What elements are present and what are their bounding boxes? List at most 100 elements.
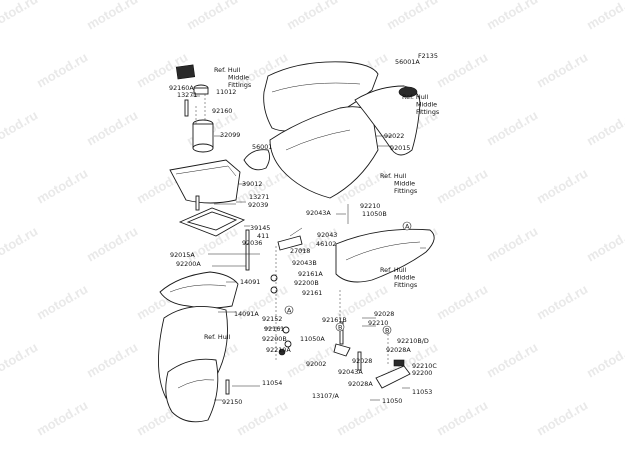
part-number-92160: 92160 <box>212 107 232 115</box>
watermark-text: motod.ru <box>34 49 90 90</box>
bracket-nut <box>393 359 405 367</box>
ref-note-line: Fittings <box>416 108 440 116</box>
washer-92161b <box>282 326 290 334</box>
part-number-92002: 92002 <box>306 360 326 368</box>
nut-92210a <box>278 348 286 356</box>
watermark-text: motod.ru <box>0 0 40 33</box>
watermark-text: motod.ru <box>484 0 540 33</box>
watermark-text: motod.ru <box>484 339 540 380</box>
part-number-92161: 92161 <box>264 325 284 333</box>
ref-note-line: Middle <box>394 274 415 282</box>
part-number-92039: 92039 <box>248 201 268 209</box>
part-number-39012: 39012 <box>242 180 262 188</box>
watermark-text: motod.ru <box>34 281 90 322</box>
part-number-11050: 11050 <box>382 397 402 405</box>
watermark-text: motod.ru <box>84 107 140 148</box>
callout-circle <box>382 325 392 335</box>
screw-92039 <box>195 195 200 211</box>
watermark-text: motod.ru <box>584 339 625 380</box>
hood-cover-edge <box>271 82 361 93</box>
callout-circle <box>335 322 345 332</box>
part-number-411: 411 <box>257 232 269 240</box>
part-number-92022: 92022 <box>384 132 404 140</box>
part-number-11054: 11054 <box>262 379 282 387</box>
part-number-11050b: 11050B <box>362 210 387 218</box>
front-cowl-inner <box>169 284 227 293</box>
watermark-text: motod.ru <box>434 165 490 206</box>
watermark-text: motod.ru <box>234 397 290 438</box>
watermark-text: motod.ru <box>584 0 625 33</box>
watermark-text: motod.ru <box>534 49 590 90</box>
watermark-text: motod.ru <box>484 107 540 148</box>
part-number-92150: 92150 <box>222 398 242 406</box>
callout-circle <box>284 305 294 315</box>
part-number-92028a: 92028A <box>348 380 373 388</box>
watermark-text: motod.ru <box>84 0 140 33</box>
callout-b: B <box>335 322 345 332</box>
part-number-92160a: 92160A <box>169 84 194 92</box>
callout-circle <box>402 221 412 231</box>
nose-detail <box>177 379 215 389</box>
watermark-text: motod.ru <box>434 281 490 322</box>
ref-note-line: Middle <box>228 74 249 82</box>
callout-a: A <box>284 305 294 315</box>
part-number-13271: 13271 <box>177 91 197 99</box>
strap <box>277 235 303 251</box>
part-number-92210: 92210 <box>360 202 380 210</box>
callout-letter: A <box>405 222 410 230</box>
ref-note-line: Ref. Hull <box>214 66 241 74</box>
scoop-lens <box>398 86 418 98</box>
storage-bucket-rim <box>175 165 237 177</box>
ref-note-line: Middle <box>394 180 415 188</box>
ref-note-line: Ref. Hull <box>380 172 407 180</box>
watermark-text: motod.ru <box>0 339 40 380</box>
callout-letter: A <box>287 306 292 314</box>
ref-note-line: Ref. Hull <box>204 333 231 341</box>
gasket-inner <box>186 211 238 231</box>
ref-note: Ref. Hull <box>204 333 231 341</box>
nose-piece <box>165 358 219 423</box>
part-number-56001a: 56001A <box>395 58 420 66</box>
watermark-text: motod.ru <box>434 49 490 90</box>
leader-lines <box>192 95 426 401</box>
watermark-text: motod.ru <box>284 0 340 33</box>
part-number-46102: 46102 <box>316 240 336 248</box>
part-number-92036: 92036 <box>242 239 262 247</box>
emblem-plate <box>175 64 196 80</box>
watermark-text: motod.ru <box>384 0 440 33</box>
part-number-11012: 11012 <box>216 88 236 96</box>
part-number-92200a: 92200A <box>176 260 201 268</box>
watermark-text: motod.ru <box>34 165 90 206</box>
storage-bucket <box>169 159 241 204</box>
diagram-code: F2135 <box>418 52 438 60</box>
part-number-92200: 92200 <box>412 369 432 377</box>
part-number-92028: 92028 <box>352 357 372 365</box>
part-number-92210bd: 92210B/D <box>397 337 429 345</box>
part-number-92043: 92043 <box>317 231 337 239</box>
bolt-92161b <box>339 321 344 345</box>
watermark-text: motod.ru <box>84 339 140 380</box>
part-number-92043a: 92043A <box>338 368 363 376</box>
watermark-text: motod.ru <box>534 165 590 206</box>
upper-deck-panel <box>269 106 379 199</box>
part-number-92210: 92210 <box>368 319 388 327</box>
part-number-92015a: 92015A <box>170 251 195 259</box>
part-number-56001: 56001 <box>252 143 272 151</box>
part-number-92015: 92015 <box>390 144 410 152</box>
washer-92161a <box>270 274 278 282</box>
screw-92028 <box>357 351 362 371</box>
ref-note-line: Fittings <box>228 81 252 89</box>
part-number-92152: 92152 <box>262 315 282 323</box>
callout-a: A <box>402 221 412 231</box>
watermark-text: motod.ru <box>484 223 540 264</box>
part-number-39145: 39145 <box>250 224 270 232</box>
part-number-11053: 11053 <box>412 388 432 396</box>
watermark-text: motod.ru <box>0 107 40 148</box>
